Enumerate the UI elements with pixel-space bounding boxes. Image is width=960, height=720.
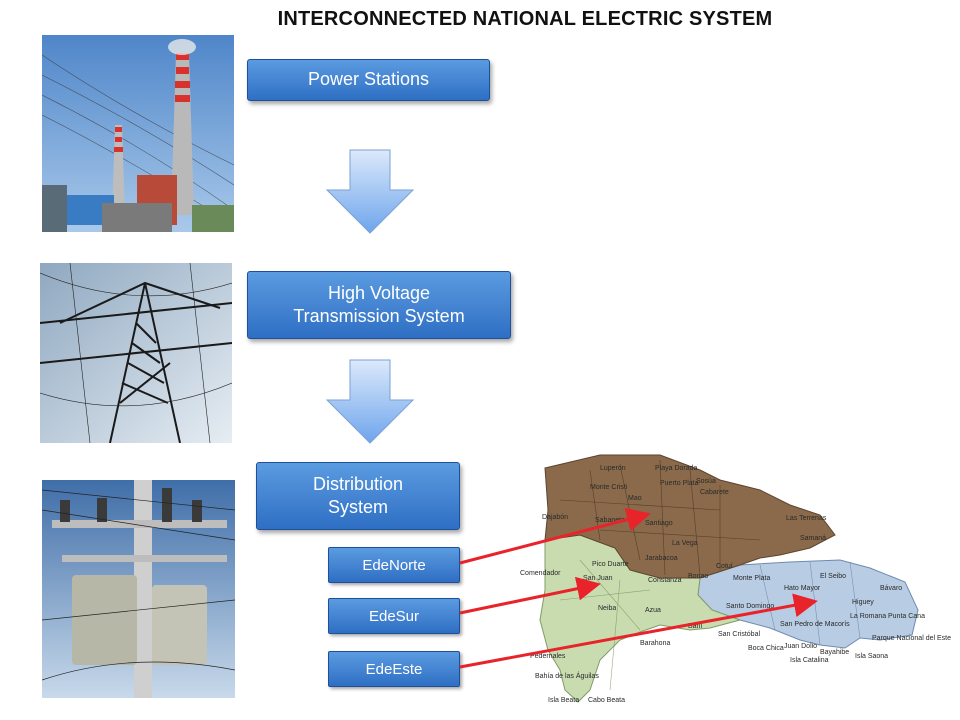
map-label-monte-plata: Monte Plata <box>733 575 770 582</box>
power-station-image <box>42 35 234 232</box>
map-label-azua: Azua <box>645 607 661 614</box>
map-label-barahona: Barahona <box>640 640 670 647</box>
map-label-monte-cristi: Monte Cristi <box>590 484 628 491</box>
power-station-photo <box>42 35 234 232</box>
map-label-mao: Mao <box>628 495 642 502</box>
map-label-jarabacoa: Jarabacoa <box>645 555 678 562</box>
map-label-bahia-aguilas: Bahía de las Águilas <box>535 671 599 680</box>
map-label-pedernales: Pedernales <box>530 653 566 660</box>
map-label-cotui: Cotuí <box>716 563 733 570</box>
map-label-comendador: Comendador <box>520 570 561 577</box>
edenorte-box: EdeNorte <box>328 547 460 583</box>
map-label-bayahibe: Bayahibe <box>820 649 849 656</box>
map-label-samana: Samaná <box>800 535 826 542</box>
down-arrow-2 <box>325 359 415 444</box>
map-label-santo-domingo: Santo Domingo <box>726 603 774 610</box>
down-arrow-1 <box>325 149 415 234</box>
map-label-dajabon: Dajabón <box>542 514 568 521</box>
map-label-sabaneta: Sabaneta <box>595 517 625 524</box>
map-label-la-vega: La Vega <box>672 540 698 547</box>
page-title: INTERCONNECTED NATIONAL ELECTRIC SYSTEM <box>277 8 773 30</box>
map-label-cabo-beata: Cabo Beata <box>588 697 625 704</box>
distribution-pole-photo <box>42 480 235 698</box>
map-label-santiago: Santiago <box>645 520 673 527</box>
map-label-isla-beata: Isla Beata <box>548 697 579 704</box>
map-label-la-romana: La Romana <box>850 613 886 620</box>
map-region-east <box>697 559 919 649</box>
map-label-el-seibo: El Seibo <box>820 573 846 580</box>
map-label-pico-duarte: Pico Duarte <box>592 561 629 568</box>
power-stations-label: Power Stations <box>307 69 430 90</box>
map-label-boca-chica: Boca Chica <box>748 645 784 652</box>
edeeste-label: EdeEste <box>365 660 423 678</box>
map-label-cabarete: Cabarete <box>700 489 729 496</box>
map-label-higuey: Higuey <box>852 599 874 606</box>
transmission-system-label: High Voltage Transmission System <box>293 282 465 326</box>
edeeste-box: EdeEste <box>328 651 460 687</box>
map-label-bonao: Bonao <box>688 573 708 580</box>
map-label-hato-mayor: Hato Mayor <box>784 585 821 592</box>
map-label-bani: Baní <box>688 623 702 630</box>
map-label-constanza: Constanza <box>648 577 682 584</box>
map-label-san-cristobal: San Cristóbal <box>718 631 760 638</box>
map-label-isla-catalina: Isla Catalina <box>790 657 829 664</box>
transmission-tower-photo <box>40 263 232 443</box>
map-label-sosua: Sosúa <box>696 478 716 485</box>
map-label-bavaro: Bávaro <box>880 585 902 592</box>
transmission-system-box: High Voltage Transmission System <box>247 271 511 339</box>
transmission-tower-image <box>40 263 232 443</box>
distribution-system-label: Distribution System <box>312 473 404 517</box>
edesur-label: EdeSur <box>368 607 420 625</box>
map-region-north <box>544 454 836 579</box>
map-label-playa-dorada: Playa Dorada <box>655 465 698 472</box>
distribution-system-box: Distribution System <box>256 462 460 530</box>
map-label-puerto-plata: Puerto Plata <box>660 480 699 487</box>
map-label-punta-cana: Punta Cana <box>888 613 925 620</box>
arrow-edenorte <box>459 507 651 565</box>
map-label-san-pedro: San Pedro de Macorís <box>780 621 850 628</box>
map-label-parque-nacional: Parque Nacional del Este <box>872 635 951 642</box>
distribution-pole-image <box>42 480 235 698</box>
map-label-isla-saona: Isla Saona <box>855 653 888 660</box>
map-region-south <box>539 534 742 703</box>
map-label-san-juan: San Juan <box>583 575 613 582</box>
map-label-juan-dolio: Juan Dolio <box>784 643 817 650</box>
edenorte-label: EdeNorte <box>362 556 426 574</box>
arrow-edeeste <box>459 593 818 669</box>
map-label-luperon: Luperón <box>600 465 626 472</box>
map-label-neiba: Neiba <box>598 605 616 612</box>
map-label-las-terrenas: Las Terrenas <box>786 515 827 522</box>
power-stations-box: Power Stations <box>247 59 490 101</box>
arrow-edesur <box>459 576 601 615</box>
edesur-box: EdeSur <box>328 598 460 634</box>
